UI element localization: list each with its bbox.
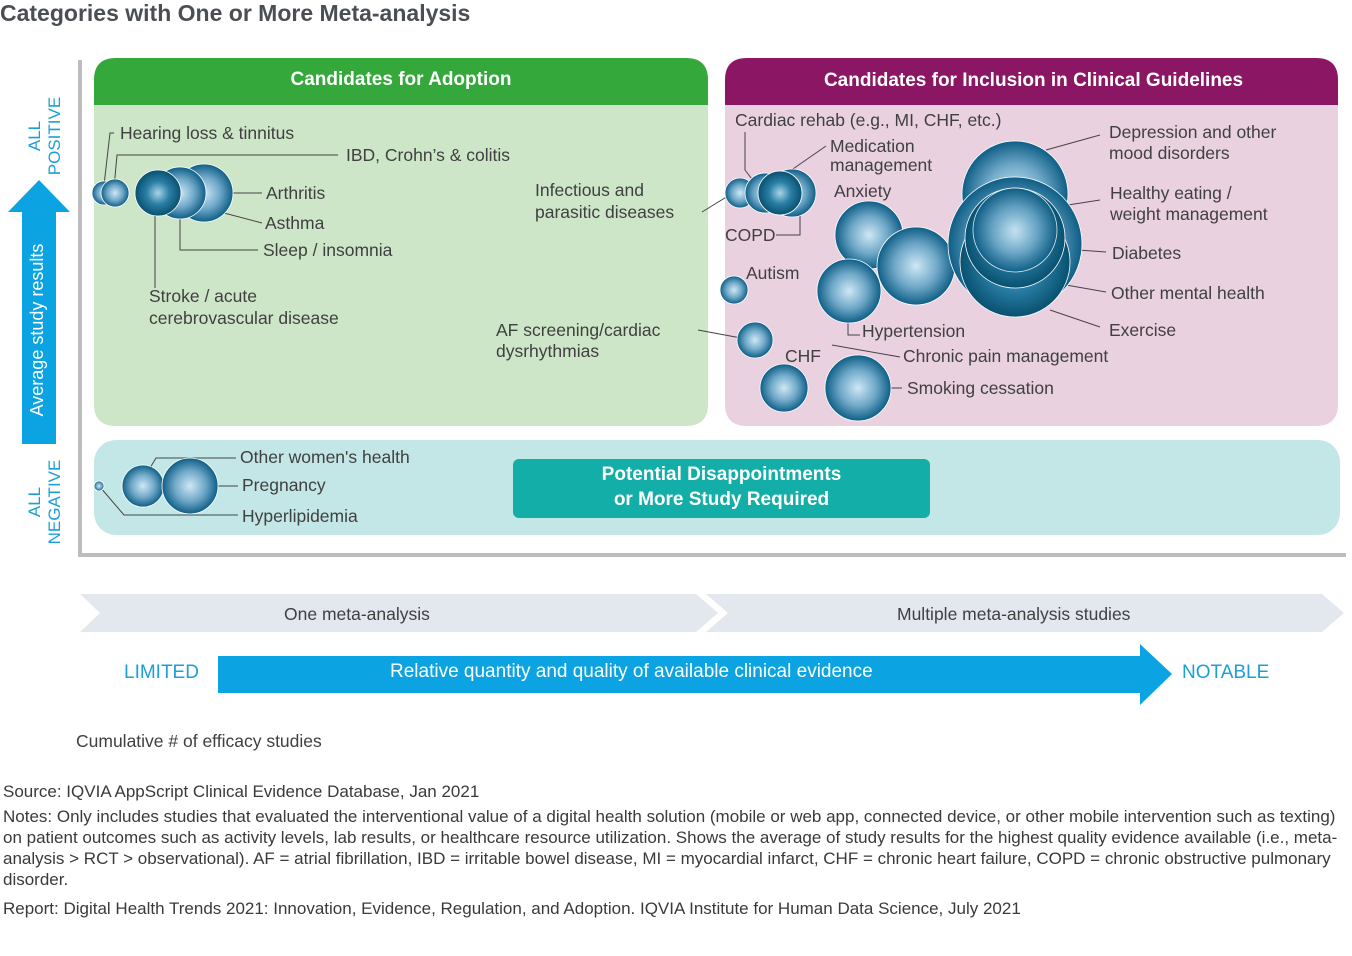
band-multi-meta-label: Multiple meta-analysis studies [897, 604, 1131, 624]
label-arthritis: Arthritis [266, 183, 326, 203]
band-multi-meta [706, 594, 1344, 632]
leader-womens [149, 457, 236, 469]
leader-af [697, 329, 742, 339]
guidelines-title: Candidates for Inclusion in Clinical Gui… [823, 70, 1244, 91]
label-medication-1: Medication [830, 136, 915, 156]
guidelines-header [725, 58, 1338, 105]
leader-hyperlipidemia [99, 486, 238, 516]
band-one-meta [80, 594, 718, 632]
x-axis-low-label: LIMITED [124, 662, 199, 683]
label-stroke-1: Stroke / acute [149, 286, 257, 306]
label-other-mental: Other mental health [1111, 283, 1265, 303]
leader-medication [789, 145, 827, 172]
y-axis-title: Average study results [27, 243, 47, 417]
label-hearing: Hearing loss & tinnitus [120, 123, 295, 143]
label-af-2: dysrhythmias [496, 341, 600, 361]
label-infectious-1: Infectious and [535, 180, 644, 200]
bubble-autism [719, 275, 749, 305]
bubble-hypertension [876, 226, 956, 306]
label-cardiac-rehab: Cardiac rehab (e.g., MI, CHF, etc.) [735, 110, 1002, 130]
legend-label: Cumulative # of efficacy studies [76, 731, 322, 751]
label-pregnancy: Pregnancy [242, 475, 326, 495]
leader-hearing [103, 132, 114, 186]
label-anxiety: Anxiety [834, 181, 892, 201]
label-chf: CHF [785, 346, 821, 366]
adoption-fill [94, 105, 708, 426]
leader-ibd [113, 154, 338, 189]
label-asthma: Asthma [265, 213, 325, 233]
label-smoking: Smoking cessation [907, 378, 1054, 398]
leader-diabetes [1077, 249, 1107, 253]
leader-infectious [701, 195, 729, 213]
label-eating-1: Healthy eating / [1110, 183, 1232, 203]
bubble-af-screening [736, 321, 774, 359]
y-axis-arrow [8, 180, 70, 444]
notes-text: Notes: Only includes studies that evalua… [3, 807, 1338, 889]
source-note: Source: IQVIA AppScript Clinical Evidenc… [3, 782, 480, 801]
label-hypertension: Hypertension [862, 321, 966, 341]
label-autism: Autism [746, 263, 800, 283]
label-depression-2: mood disorders [1109, 143, 1230, 163]
label-hyperlipidemia: Hyperlipidemia [242, 506, 358, 526]
bubble-ibd [100, 178, 130, 208]
label-infectious-2: parasitic diseases [535, 202, 675, 222]
report-note: Report: Digital Health Trends 2021: Inno… [3, 899, 1021, 918]
label-copd: COPD [725, 225, 776, 245]
label-medication-2: management [830, 155, 933, 175]
chart-title: Categories with One or More Meta-analysi… [0, 0, 471, 26]
bubble-womens-health [121, 464, 165, 508]
bubble-medication [757, 170, 803, 216]
label-womens-health: Other women's health [240, 447, 410, 467]
bubble-other-mental [972, 187, 1058, 273]
label-diabetes: Diabetes [1112, 243, 1182, 263]
adoption-title: Candidates for Adoption [290, 69, 512, 90]
label-sleep: Sleep / insomnia [263, 240, 393, 260]
label-af-1: AF screening/cardiac [496, 320, 661, 340]
x-axis-arrow [218, 644, 1172, 705]
label-stroke-2: cerebrovascular disease [149, 308, 339, 328]
y-axis-bottom-label: ALL NEGATIVE [25, 459, 64, 545]
leader-sleep [179, 218, 258, 251]
adoption-header [94, 58, 708, 105]
leader-eating [1067, 199, 1101, 206]
axes-frame [78, 60, 1346, 557]
bubble-pregnancy [161, 457, 219, 515]
bubble-chf [759, 363, 809, 413]
label-eating-2: weight management [1110, 204, 1268, 224]
leader-othermental [1065, 284, 1107, 293]
chart-canvas [8, 58, 1346, 705]
quadrant-adoption [94, 58, 708, 426]
leader-chronic [831, 344, 901, 358]
disappointment-title: Potential Disappointments or More Study … [601, 464, 842, 510]
label-depression-1: Depression and other [1109, 122, 1277, 142]
leader-copd [776, 215, 801, 236]
band-one-meta-label: One meta-analysis [284, 604, 430, 624]
bubble-chronic-pain [816, 258, 882, 324]
label-chronic-pain: Chronic pain management [903, 346, 1109, 366]
disappointment-badge [513, 459, 930, 518]
x-axis-title: Relative quantity and quality of availab… [390, 661, 873, 682]
y-axis-top-label: ALL POSITIVE [25, 96, 64, 176]
bubble-stroke [134, 169, 182, 217]
label-ibd: IBD, Crohn’s & colitis [346, 145, 511, 165]
label-exercise: Exercise [1109, 320, 1177, 340]
bubble-hyperlipidemia [93, 480, 105, 492]
bubble-smoking [824, 354, 892, 422]
leader-exercise [1049, 309, 1101, 328]
x-axis-high-label: NOTABLE [1182, 662, 1270, 683]
leader-depression [1045, 134, 1101, 151]
bubbles [91, 140, 1083, 515]
